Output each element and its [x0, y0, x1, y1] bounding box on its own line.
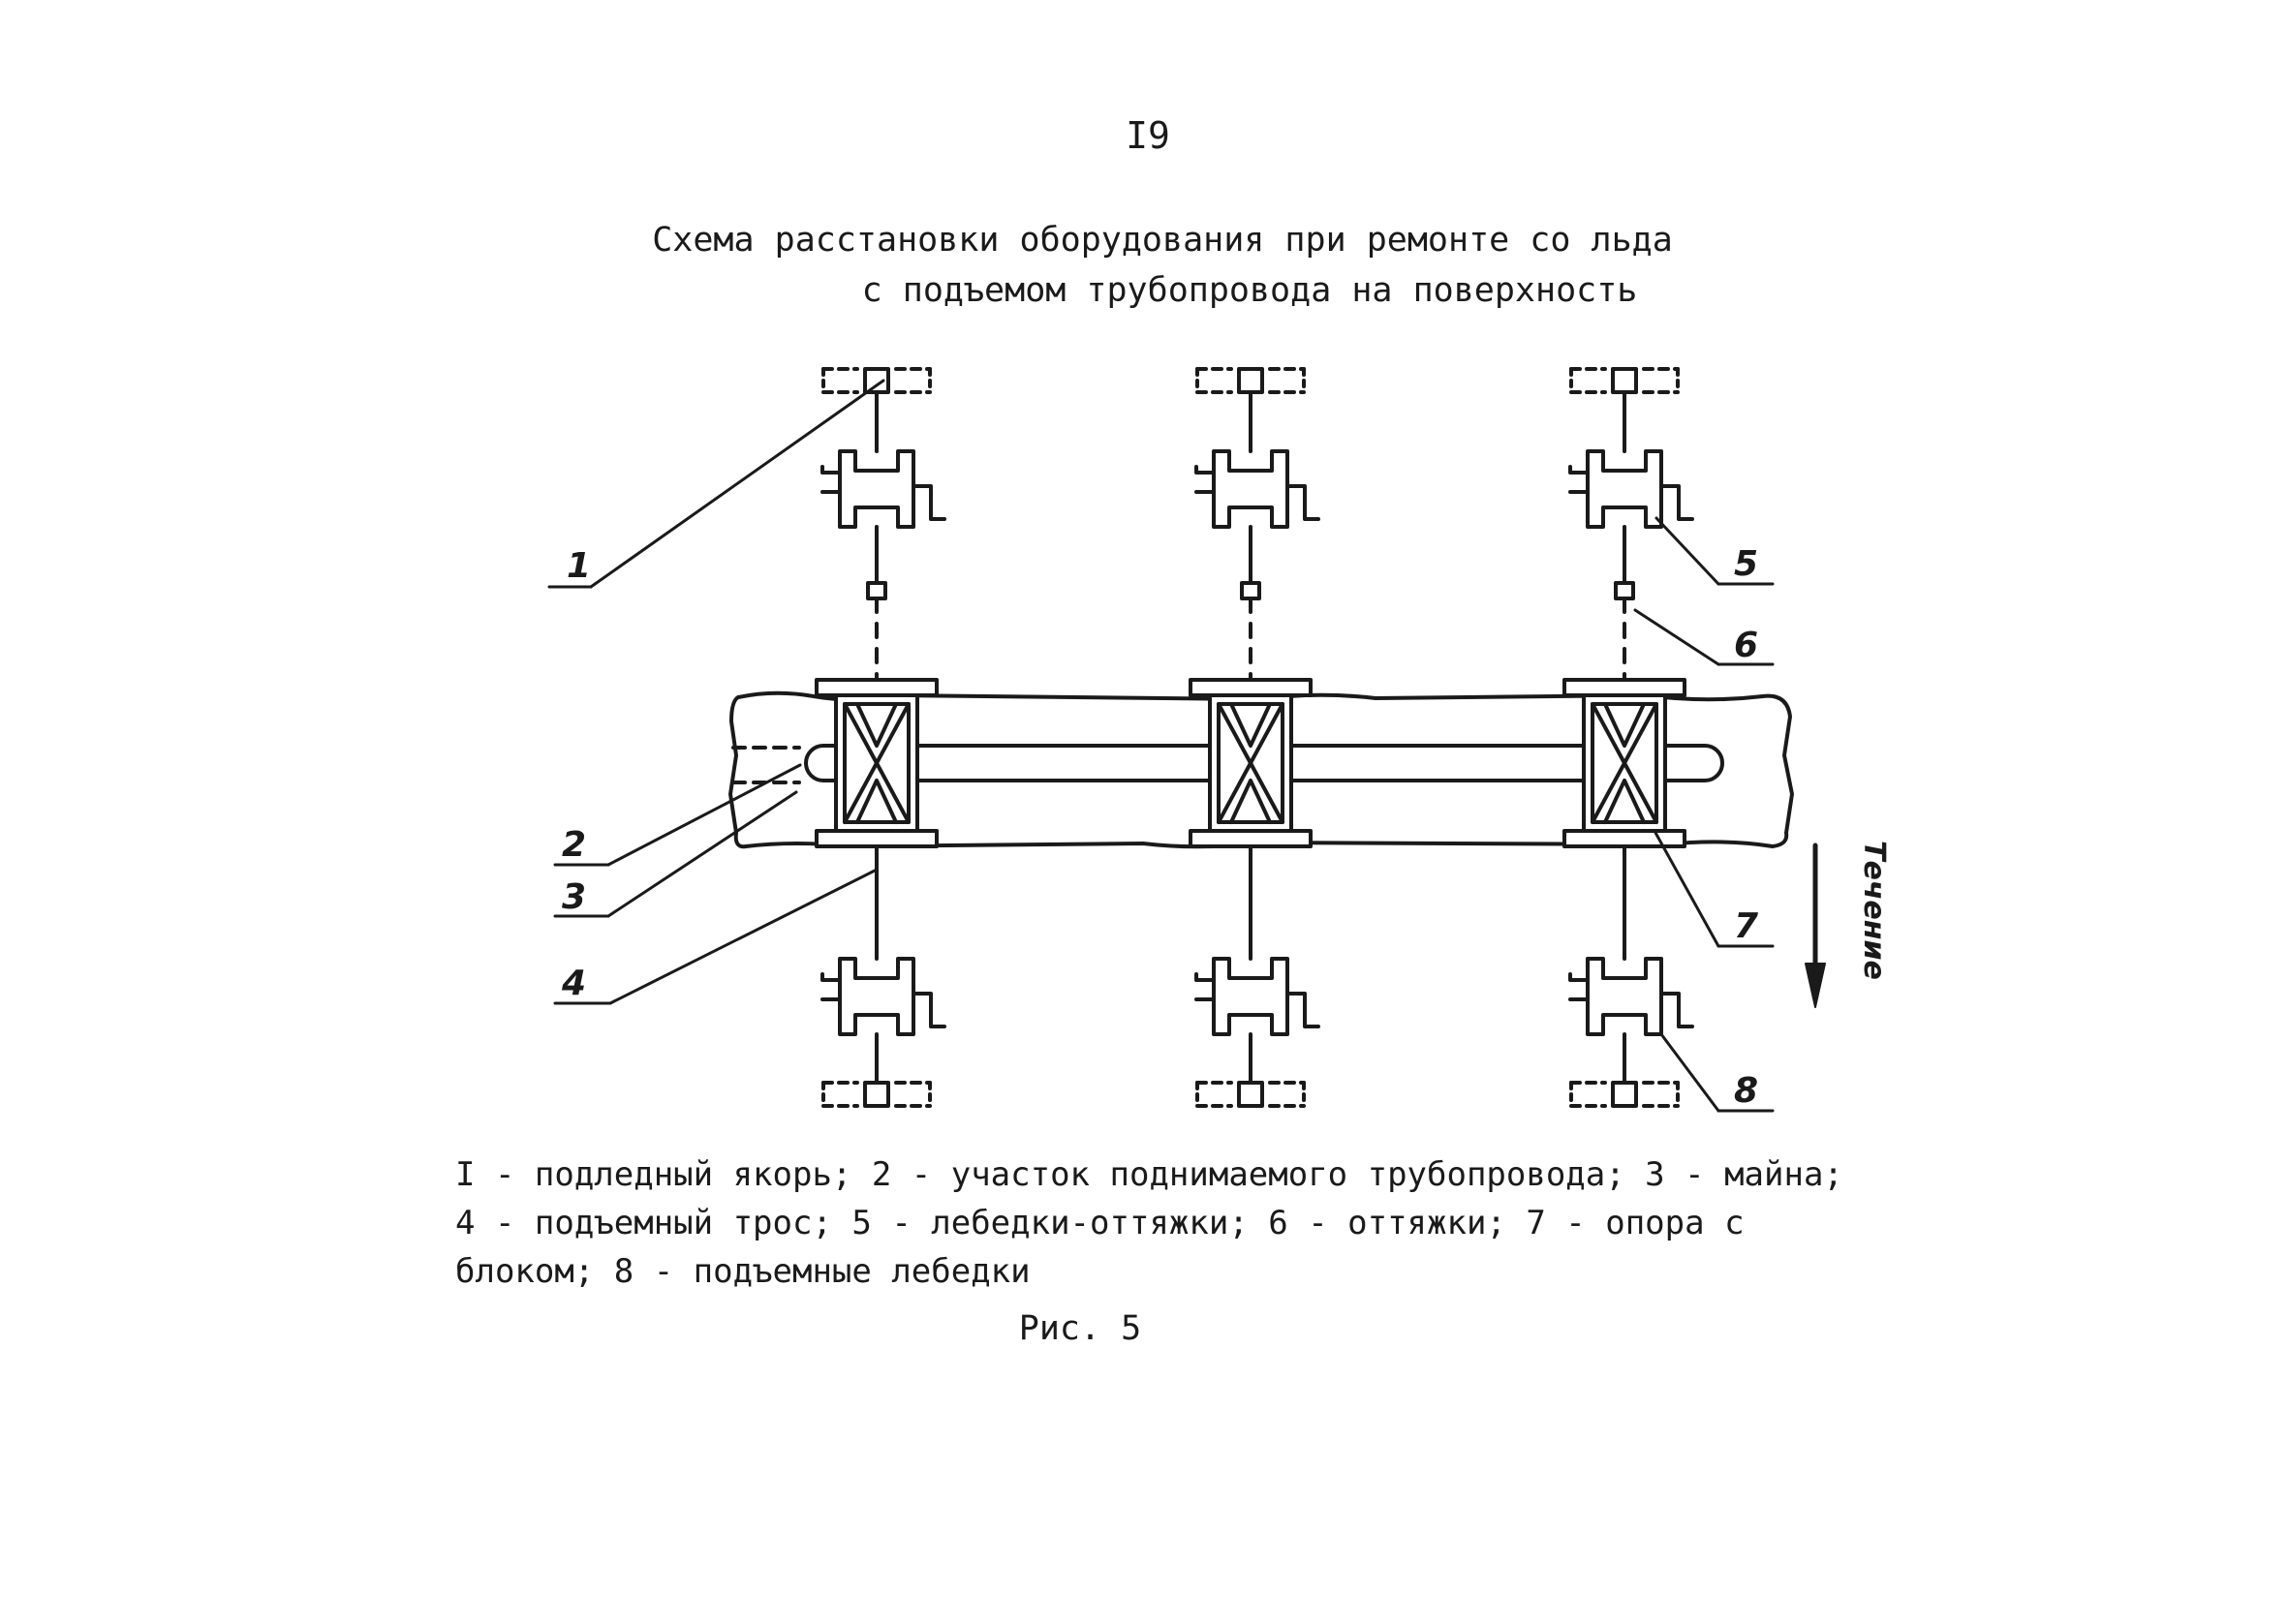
anchor-bottom-3 [1611, 1081, 1638, 1108]
leader-8 [1659, 1032, 1720, 1113]
anchor-bottom-1 [863, 1081, 890, 1108]
winch-bottom-3 [1568, 957, 1694, 1036]
pulley-block-1 [843, 702, 911, 824]
support-top-plate-3 [1562, 678, 1686, 697]
callout-label-6: 6 [1734, 626, 1758, 665]
callout-label-8: 8 [1734, 1071, 1758, 1111]
support-bottom-plate-1 [815, 829, 939, 848]
winch-top-2 [1194, 449, 1320, 529]
anchor-top-3 [1611, 367, 1638, 394]
callout-label-5: 5 [1734, 544, 1758, 584]
equipment-column-2 [1189, 367, 1320, 1108]
winch-top-3 [1568, 449, 1694, 529]
figure-title-line-1: Схема расстановки оборудования при ремон… [652, 221, 1673, 260]
support-inner-3 [1591, 702, 1658, 824]
leader-4 [608, 868, 879, 1005]
support-inner-2 [1217, 702, 1284, 824]
leader-3 [606, 790, 798, 918]
equipment-column-1 [815, 367, 946, 1108]
support-inner-1 [843, 702, 911, 824]
pulley-block-3 [1591, 702, 1658, 824]
callout-label-1: 1 [567, 546, 591, 586]
callout-leaders [547, 379, 1775, 1113]
anchor-top-2 [1237, 367, 1264, 394]
callout-label-7: 7 [1734, 906, 1758, 946]
support-top-plate-1 [815, 678, 939, 697]
legend-line-3: блоком; 8 - подъемные лебедки [455, 1252, 1031, 1291]
leader-2 [606, 763, 802, 867]
winch-bottom-1 [820, 957, 946, 1036]
legend-line-2: 4 - подъемный трос; 5 - лебедки-оттяжки;… [455, 1204, 1745, 1242]
figure-title-line-2: с подъемом трубопровода на поверхность [861, 271, 1638, 310]
callout-label-4: 4 [561, 964, 586, 1003]
leader-7 [1653, 829, 1720, 948]
callout-label-2: 2 [562, 825, 586, 865]
page-number: I9 [1126, 114, 1170, 157]
ice-hole-outline [728, 690, 1794, 849]
support-bottom-plate-2 [1189, 829, 1313, 848]
flow-label: Течение [1857, 841, 1891, 980]
winch-bottom-2 [1194, 957, 1320, 1036]
figure-caption: Рис. 5 [1018, 1309, 1142, 1348]
pulley-block-2 [1217, 702, 1284, 824]
leader-1 [589, 379, 885, 589]
support-bottom-plate-3 [1562, 829, 1686, 848]
leader-5 [1654, 516, 1720, 586]
guy-shackle-2 [1240, 581, 1261, 600]
anchor-bottom-2 [1237, 1081, 1264, 1108]
callout-label-3: 3 [562, 877, 586, 917]
support-top-plate-2 [1189, 678, 1313, 697]
guy-shackle-1 [866, 581, 887, 600]
legend-line-1: I - подледный якорь; 2 - участок поднима… [455, 1155, 1843, 1194]
guy-shackle-3 [1614, 581, 1635, 600]
flow-direction-arrow [1805, 843, 1826, 1008]
winch-top-1 [820, 449, 946, 529]
leader-6 [1633, 608, 1720, 666]
equipment-column-3 [1562, 367, 1694, 1108]
